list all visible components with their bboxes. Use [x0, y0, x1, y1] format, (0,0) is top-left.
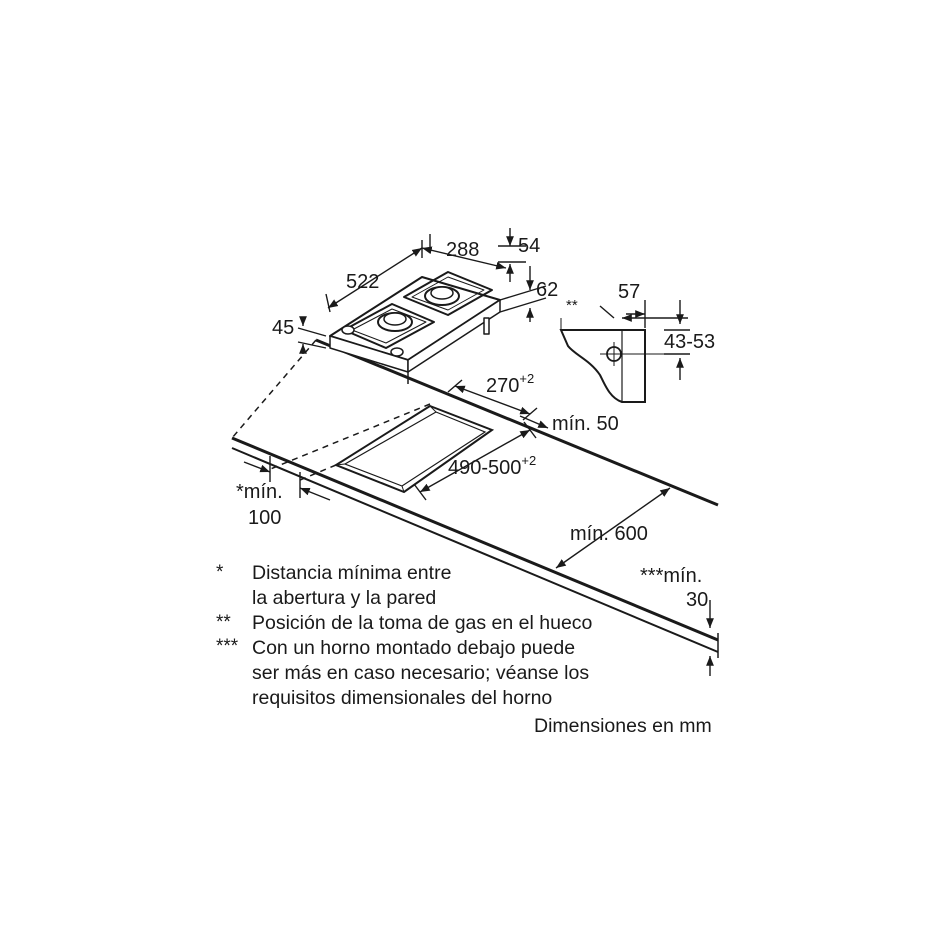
note-1-line-1: Distancia mínima entre	[252, 562, 452, 584]
dim-min-30-label: ***mín.	[640, 565, 702, 587]
note-3-line-2: ser más en caso necesario; véanse los	[252, 662, 590, 684]
dim-62: 62	[536, 279, 558, 301]
gas-hob	[329, 271, 501, 384]
dim-min-100-value: 100	[248, 507, 281, 529]
dim-min-30-value: 30	[686, 589, 708, 611]
note-3-line-1: Con un horno montado debajo puede	[252, 637, 576, 659]
dim-min-50: mín. 50	[552, 413, 619, 435]
note-1-line-2: la abertura y la pared	[252, 587, 437, 609]
note-3-line-3: requisitos dimensionales del horno	[252, 687, 553, 709]
dim-490-500: 490-500+2	[448, 453, 536, 479]
units-note: Dimensiones en mm	[534, 715, 712, 737]
dim-45: 45	[272, 317, 294, 339]
dim-57: 57	[618, 281, 640, 303]
dim-270: 270+2	[486, 371, 534, 397]
dimension-lines	[243, 228, 714, 676]
dim-gas-mark: **	[566, 297, 578, 314]
countertop	[231, 338, 719, 658]
dim-min-100-label: *mín.	[236, 481, 283, 503]
note-2-mark: **	[216, 612, 231, 633]
dim-54: 54	[518, 235, 540, 257]
dim-522: 522	[346, 271, 379, 293]
dim-min-600: mín. 600	[570, 523, 648, 545]
cutout-opening	[267, 403, 495, 494]
gas-connection-detail	[559, 318, 664, 403]
dim-43-53: 43-53	[664, 331, 715, 353]
dim-288: 288	[446, 239, 479, 261]
note-2-line-1: Posición de la toma de gas en el hueco	[252, 612, 593, 634]
note-3-mark: ***	[216, 636, 239, 657]
note-1-mark: *	[216, 562, 224, 583]
